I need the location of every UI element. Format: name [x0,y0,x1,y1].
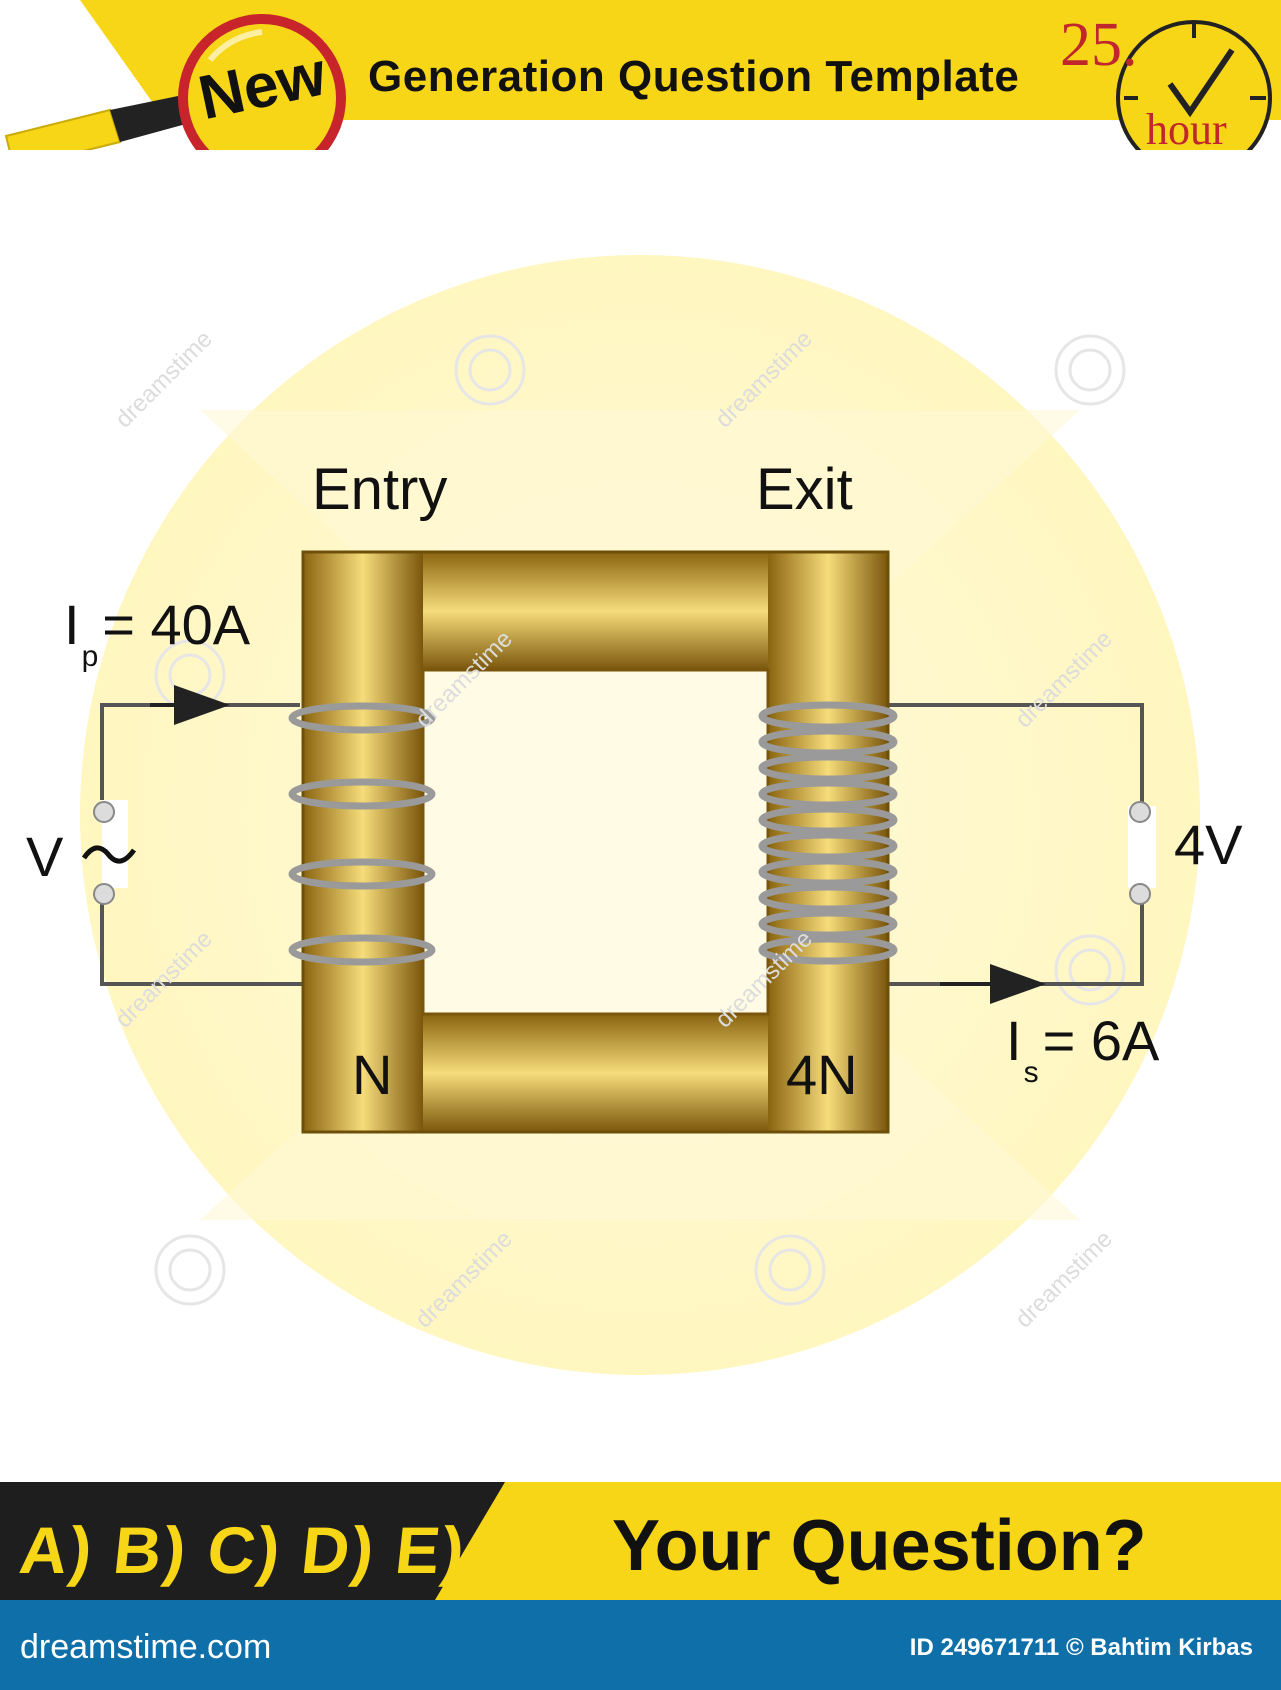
output-voltage-label: 4V [1174,813,1243,876]
timer-unit: hour [1146,105,1227,154]
secondary-terminal-bottom [1129,883,1151,905]
header: New Generation Question Template 25. hou… [0,0,1281,154]
image-credit: ID 249671711 © Bahtim Kirbas [909,1634,1253,1661]
primary-current-subscript: p [81,640,99,673]
question-prompt: Your Question? [612,1506,1147,1586]
answer-options: A) B) C) D) E) [16,1513,470,1587]
secondary-current-label: Is= 6A [1006,1008,1160,1089]
primary-current-label: Ip= 40A [64,592,251,673]
primary-terminal-bottom [93,883,115,905]
brand-bar [0,1600,1281,1690]
brand-logo: dreamstime.com [20,1628,272,1666]
secondary-current-value: = 6A [1042,1009,1160,1072]
secondary-coil [758,701,898,965]
diagram-graphics [80,255,1200,1375]
check-mark-icon [1167,48,1235,118]
answer-options-panel [0,1482,505,1600]
title-banner [80,0,1281,120]
ac-source-icon [81,845,137,864]
primary-terminal-top [93,801,115,823]
primary-turns-label: N [352,1043,393,1106]
header-graphics [4,0,1281,150]
secondary-turns-label: 4N [786,1043,858,1106]
secondary-circuit [766,703,1144,1004]
transformer-core [301,550,890,1134]
transformer-diagram: Entry Exit Ip= 40A Is= 6A V 4V N 4N drea… [0,150,1281,1480]
secondary-terminal-top [1129,801,1151,823]
secondary-current-subscript: s [1023,1056,1039,1089]
primary-label: Entry [312,457,448,522]
primary-coil [288,702,436,966]
primary-current-value: = 40A [102,593,251,656]
page-title: Generation Question Template [368,52,1020,101]
source-voltage-label: V [26,825,64,888]
secondary-current-symbol: I [1006,1009,1022,1072]
timer-number: 25. [1060,11,1138,79]
answer-bar [0,1482,1281,1600]
clock-icon [1116,20,1272,150]
secondary-label: Exit [756,457,853,522]
primary-current-symbol: I [64,593,80,656]
magnifier-icon [4,14,346,150]
